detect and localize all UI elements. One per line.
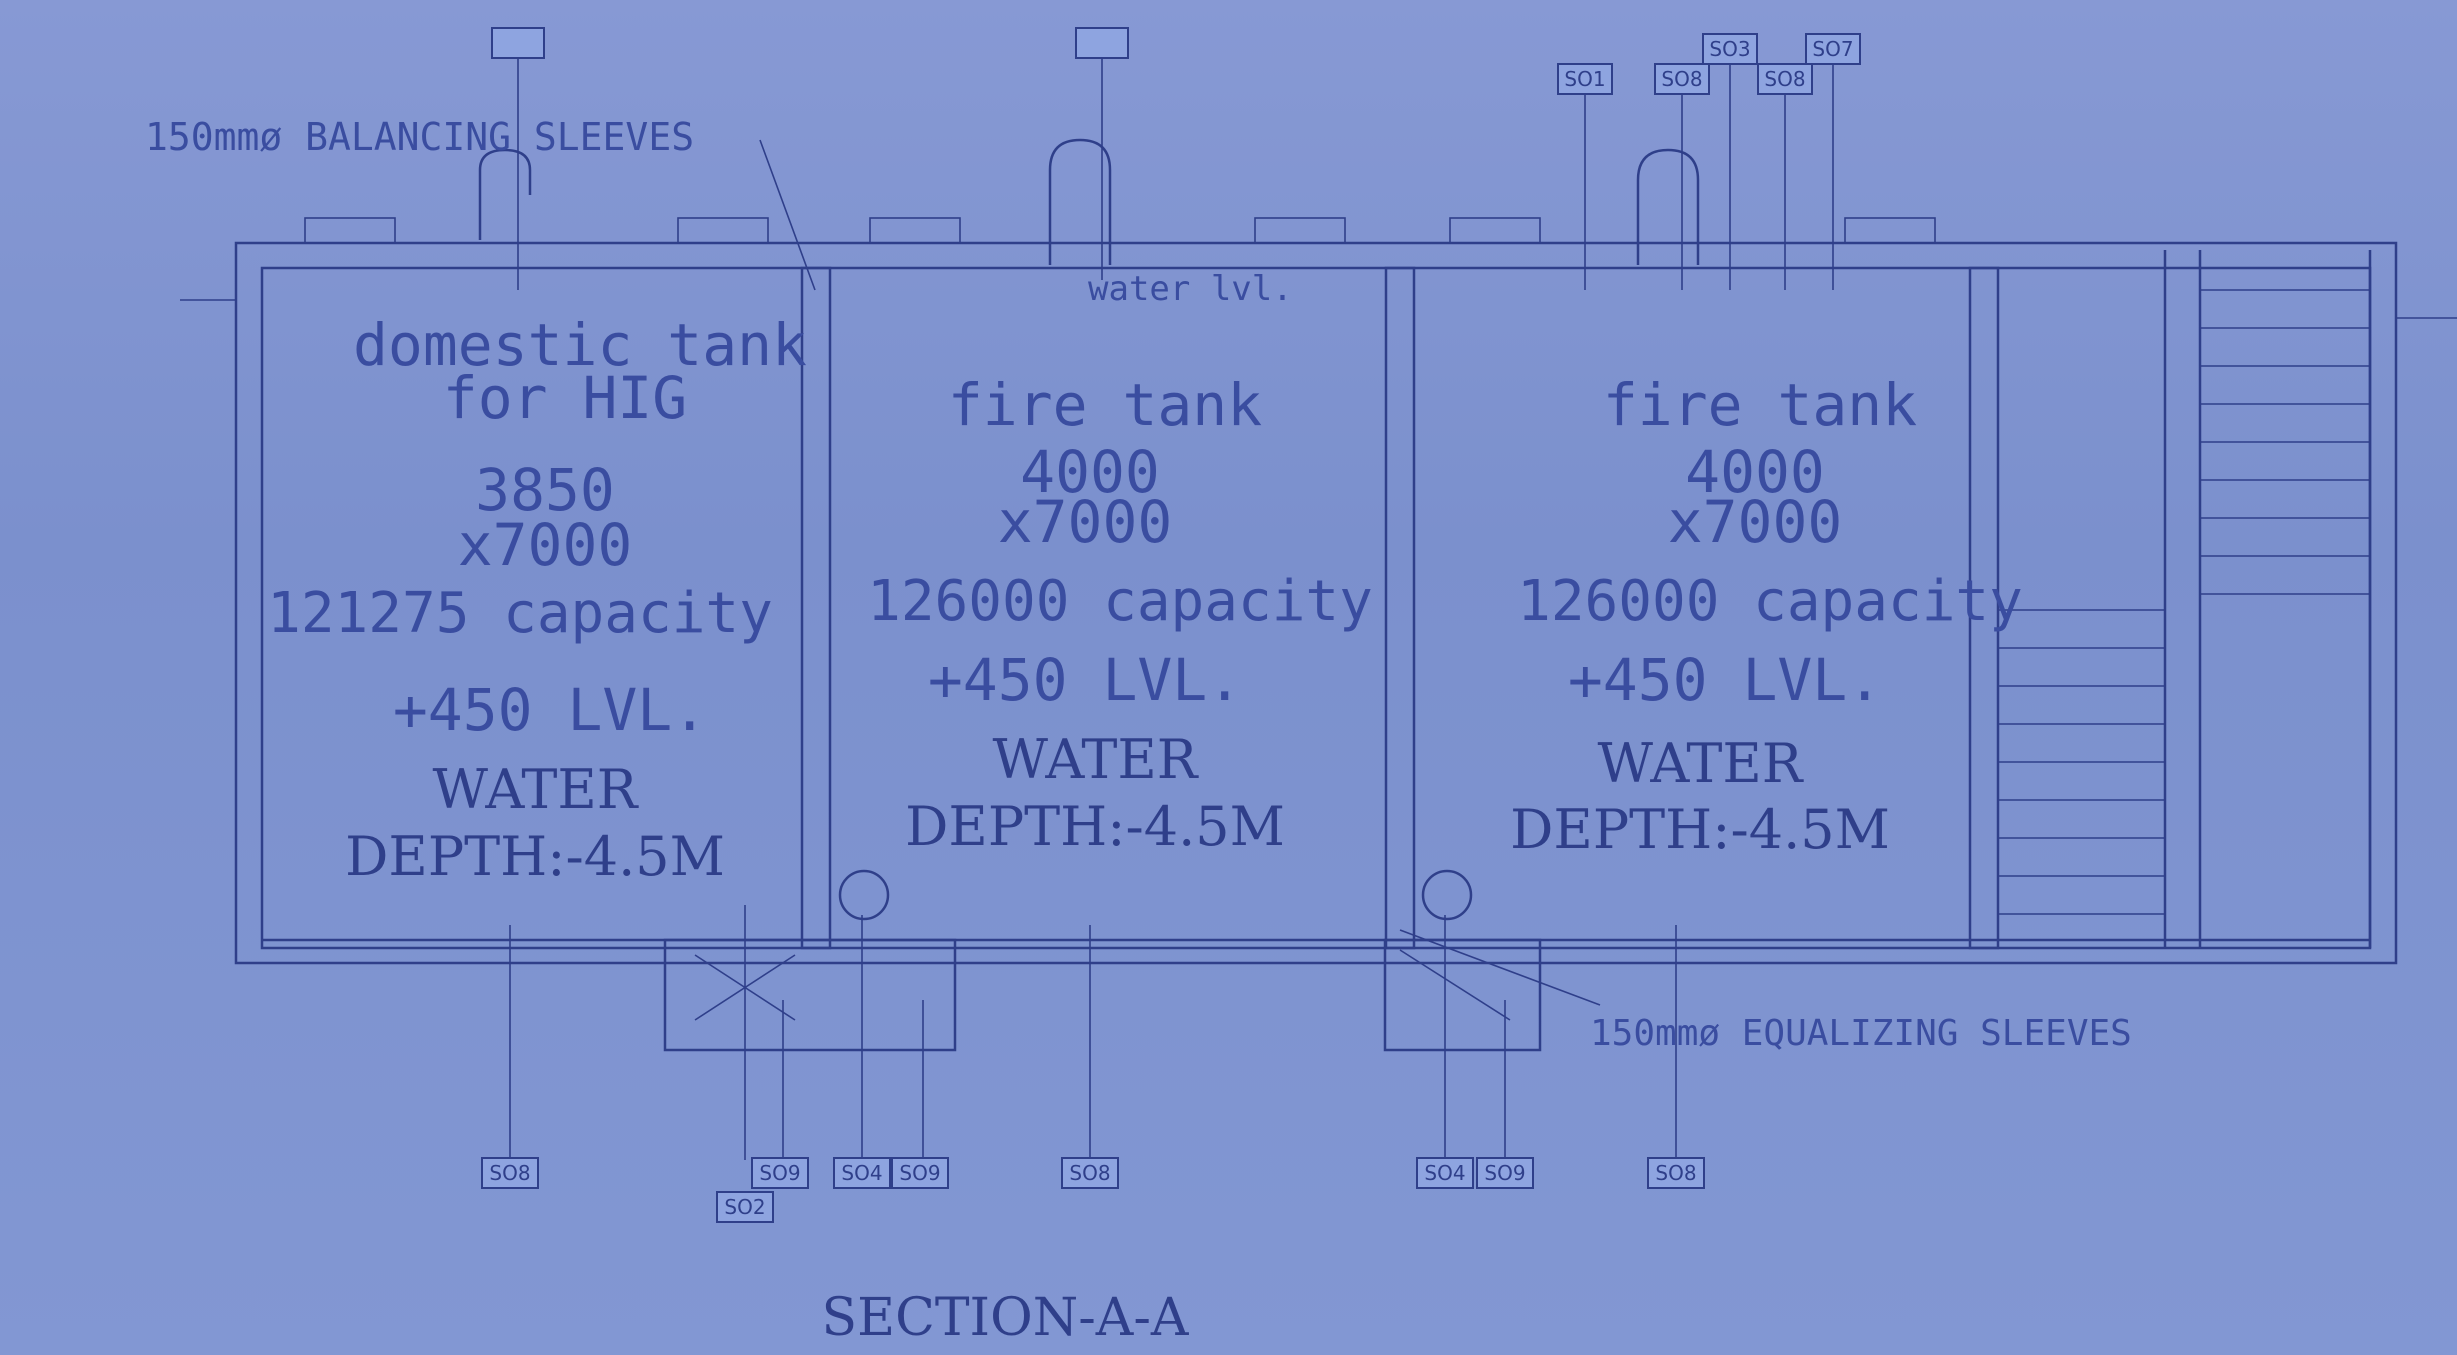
tank-capacity: 126000 capacity — [867, 569, 1373, 634]
top-tags: SO1 SO8 SO3 SO8 SO7 — [491, 27, 1861, 95]
water-level-note: water lvl. — [1088, 269, 1293, 309]
tank-water-label: WATER — [1598, 732, 1804, 795]
tag-label: SO8 — [1764, 67, 1805, 91]
vent-pipes — [478, 138, 1700, 265]
tank-level: +450 LVL. — [1568, 646, 1882, 714]
tag-box — [491, 27, 545, 59]
tag-box — [1075, 27, 1129, 59]
tag-box — [1654, 63, 1710, 95]
tag-label: SO3 — [1709, 37, 1750, 61]
tank-capacity: 126000 capacity — [1517, 569, 2023, 634]
tank-level: +450 LVL. — [928, 646, 1242, 714]
tag-label: SO8 — [1069, 1161, 1110, 1185]
equalizing-sleeves-note: 150mmø EQUALIZING SLEEVES — [1590, 1013, 2132, 1054]
tank-length: x7000 — [1668, 488, 1843, 556]
tag-label: SO8 — [1655, 1161, 1696, 1185]
manholes — [304, 217, 1936, 244]
tag-label: SO9 — [1484, 1161, 1525, 1185]
tank-name-line1: fire tank — [948, 371, 1262, 439]
tank-name-line2: for HIG — [443, 364, 687, 432]
tag-label: SO9 — [899, 1161, 940, 1185]
service-lines — [180, 45, 2457, 1160]
tank-length: x7000 — [458, 511, 633, 579]
bottom-tags: SO8 SO9 SO2 SO4 SO9 SO8 SO4 SO9 SO8 — [481, 1157, 1705, 1223]
section-title: SECTION-A-A — [822, 1288, 1190, 1348]
tag-box — [1757, 63, 1813, 95]
stair-treads — [1998, 289, 2370, 915]
tag-label: SO4 — [1424, 1161, 1465, 1185]
tank-domestic-hig: domestic tank for HIG 3850 x7000 121275 … — [267, 311, 807, 888]
tank-width: 4000 — [1685, 438, 1825, 506]
tag-label: SO9 — [759, 1161, 800, 1185]
tank-water-label: WATER — [993, 728, 1199, 791]
tank-capacity: 121275 capacity — [267, 581, 773, 646]
tag-label: SO8 — [1661, 67, 1702, 91]
tank-width: 4000 — [1020, 438, 1160, 506]
tank-length: x7000 — [998, 488, 1173, 556]
tag-label: SO4 — [841, 1161, 882, 1185]
balancing-sleeves-note: 150mmø BALANCING SLEEVES — [145, 115, 694, 159]
tag-label: SO1 — [1564, 67, 1605, 91]
tank-depth: DEPTH:-4.5M — [905, 795, 1285, 858]
tank-depth: DEPTH:-4.5M — [345, 825, 725, 888]
tag-label: SO7 — [1812, 37, 1853, 61]
tank-water-label: WATER — [433, 758, 639, 821]
tank-width: 3850 — [475, 456, 615, 524]
tank-structure — [234, 241, 2398, 1052]
tag-label: SO2 — [724, 1195, 765, 1219]
tag-box — [1805, 33, 1861, 65]
tag-box — [1702, 33, 1758, 65]
tag-box — [1557, 63, 1613, 95]
tank-name-line1: fire tank — [1603, 371, 1917, 439]
tank-depth: DEPTH:-4.5M — [1510, 798, 1890, 861]
tank-fire-1: fire tank 4000 x7000 126000 capacity +45… — [867, 371, 1373, 858]
tank-level: +450 LVL. — [393, 676, 707, 744]
tank-name-line1: domestic tank — [353, 311, 807, 379]
tag-label: SO8 — [489, 1161, 530, 1185]
tank-fire-2: fire tank 4000 x7000 126000 capacity +45… — [1510, 371, 2023, 861]
